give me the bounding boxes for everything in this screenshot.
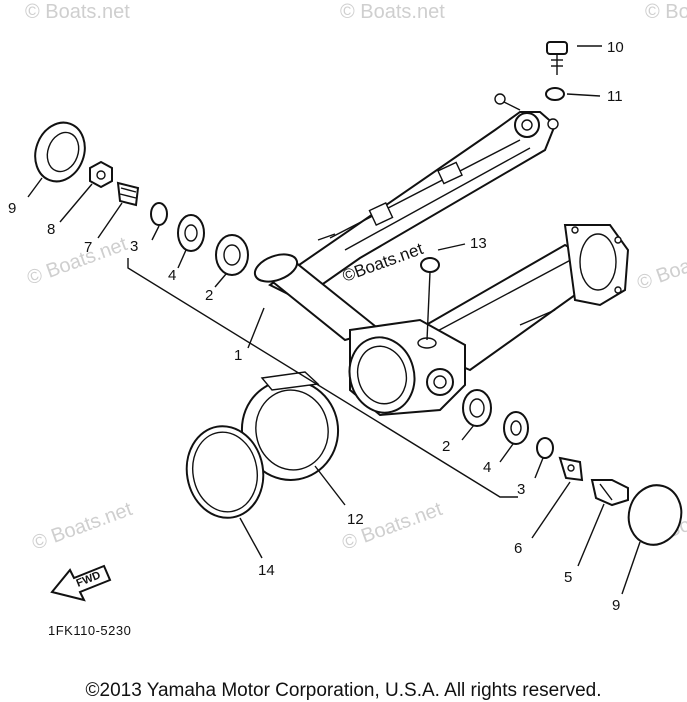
callouts: 1 2 2 3 3 4 4 5 6 7 8 9 9 10 11 12 13 14 bbox=[8, 39, 624, 614]
callout-4: 4 bbox=[168, 267, 176, 284]
callout-3: 3 bbox=[130, 238, 138, 255]
callout-7: 7 bbox=[84, 239, 92, 256]
bracket-lines bbox=[127, 225, 544, 498]
leader-lines bbox=[27, 45, 641, 595]
callout-10: 10 bbox=[607, 39, 624, 56]
callout-1: 1 bbox=[234, 347, 242, 364]
watermark: © Boats.net bbox=[634, 238, 687, 295]
watermark: © Boats.net bbox=[645, 1, 687, 23]
callout-8: 8 bbox=[47, 221, 55, 238]
callout-2: 2 bbox=[205, 287, 213, 304]
callout-14: 14 bbox=[258, 562, 275, 579]
parts bbox=[34, 41, 683, 546]
callout-6: 6 bbox=[514, 540, 522, 557]
callout-4: 4 bbox=[483, 459, 491, 476]
callout-5: 5 bbox=[564, 569, 572, 586]
callout-9: 9 bbox=[612, 597, 620, 614]
forward-arrow-icon: FWD bbox=[50, 564, 112, 602]
callout-3: 3 bbox=[517, 481, 525, 498]
watermark: © Boats.net bbox=[29, 498, 135, 555]
watermark: © Boats.net bbox=[24, 233, 130, 290]
watermark: © Boats.net bbox=[25, 1, 130, 23]
watermark: © Boats.net bbox=[340, 1, 445, 23]
callout-12: 12 bbox=[347, 511, 364, 528]
copyright-text: ©2013 Yamaha Motor Corporation, U.S.A. A… bbox=[85, 680, 602, 701]
callout-13: 13 bbox=[470, 235, 487, 252]
callout-2: 2 bbox=[442, 438, 450, 455]
callout-11: 11 bbox=[607, 88, 623, 105]
swingarm bbox=[253, 93, 630, 417]
diagram-code: 1FK110-5230 bbox=[48, 623, 131, 638]
callout-9: 9 bbox=[8, 200, 16, 217]
